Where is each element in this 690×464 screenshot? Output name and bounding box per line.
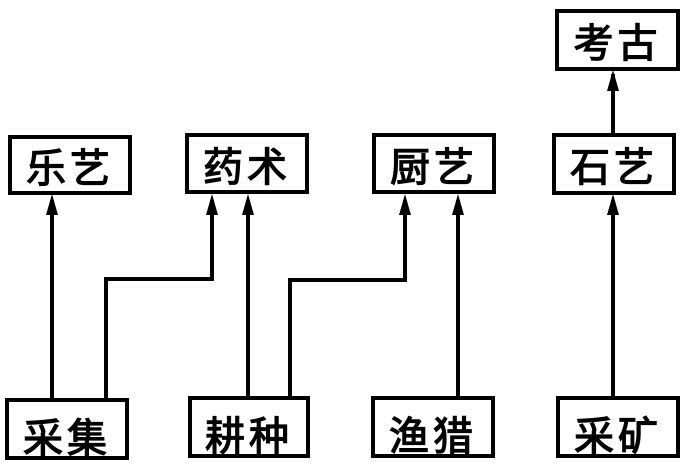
arrowhead xyxy=(607,70,619,91)
connector-layer xyxy=(46,70,619,400)
node-leyi: 乐艺 xyxy=(8,135,132,195)
arrowhead xyxy=(607,194,619,215)
arrowhead xyxy=(206,194,218,215)
edge-gengzhong-chuyi xyxy=(288,200,407,400)
node-gengzhong: 耕种 xyxy=(188,396,310,460)
node-caiji: 采集 xyxy=(5,398,129,462)
arrowhead xyxy=(46,194,58,215)
node-chuyi: 厨艺 xyxy=(372,133,496,194)
node-yulie: 渔猎 xyxy=(371,396,495,460)
arrowhead xyxy=(242,194,254,215)
node-shiyi: 石艺 xyxy=(552,133,676,195)
arrowhead xyxy=(452,194,464,215)
node-yaoshu: 药术 xyxy=(185,133,309,194)
arrowhead xyxy=(399,194,411,215)
edge-caiji-yaoshu xyxy=(104,200,214,400)
node-caikuang: 采矿 xyxy=(556,396,680,460)
node-kaogu: 考古 xyxy=(555,9,680,71)
